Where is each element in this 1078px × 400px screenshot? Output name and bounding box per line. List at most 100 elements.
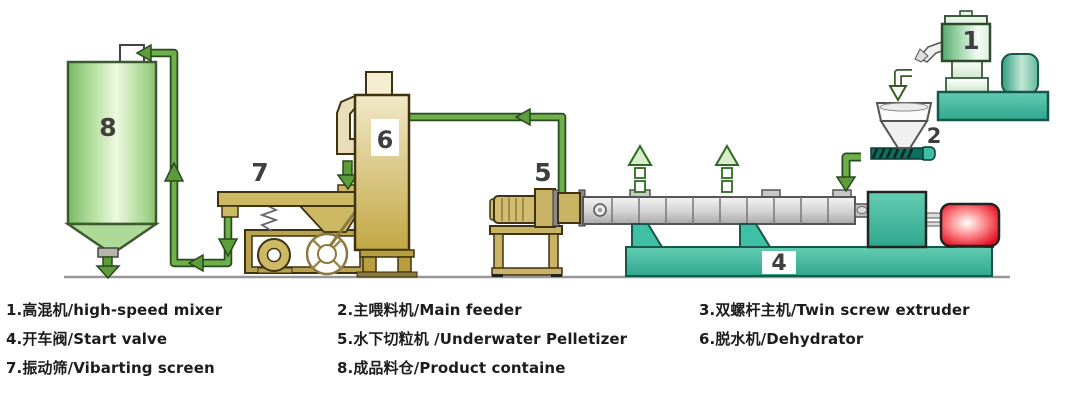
legend-column-2: 2.主喂料机/Main feeder 5.水下切粒机 /Underwater P…	[337, 296, 627, 383]
shaft-end	[856, 206, 868, 214]
screen-spring	[259, 205, 279, 232]
pelletizer-coupling	[557, 192, 581, 224]
flow-arrow-left	[187, 253, 204, 273]
screw-hatch	[878, 148, 886, 159]
feeder-number: 2	[927, 124, 942, 148]
mixer-aux-cylinder	[1001, 53, 1039, 95]
silo-body	[66, 60, 158, 226]
twin-screw-extruder	[582, 189, 870, 225]
mixer-base	[936, 90, 1050, 122]
dehydrator-leg	[397, 256, 412, 273]
elbow-fill	[843, 154, 861, 177]
screw-hatch	[899, 148, 907, 159]
dehydrator-leg	[362, 256, 377, 273]
base-number: 4	[771, 251, 786, 276]
dehydrator-label-plate	[371, 119, 399, 156]
vent-arrow-head	[627, 144, 653, 166]
product-silo: 8	[63, 44, 161, 280]
pelletizer-gear-block	[534, 188, 556, 228]
pelletizer-number: 5	[534, 158, 551, 187]
silo-discharge-arrow-head	[95, 265, 121, 280]
legend-item: 7.振动筛/Vibarting screen	[6, 359, 215, 377]
pneumatic-pipe-to-silo	[135, 43, 239, 273]
vibrating-screen: 7	[217, 158, 368, 276]
silo-outlet	[97, 247, 119, 258]
screw-hatch	[871, 148, 879, 159]
main-feeder: 2	[870, 69, 942, 161]
hopper-elbow-fill	[895, 70, 912, 86]
screen-deck	[217, 191, 361, 207]
mixer-spout-tip	[914, 48, 929, 63]
vent-arrow-dash	[634, 180, 646, 193]
legend-item: 3.双螺杆主机/Twin screw extruder	[699, 301, 970, 319]
vent-arrow-dash	[721, 180, 733, 193]
flow-arrow-left	[514, 107, 531, 127]
pipe-outline	[146, 48, 233, 268]
barrel-support	[739, 223, 772, 248]
legend-column-1: 1.高混机/high-speed mixer 4.开车阀/Start valve…	[6, 296, 222, 383]
flow-arrow-left	[135, 43, 152, 63]
hopper-elbow-head	[888, 85, 908, 103]
screen-outlet	[221, 205, 239, 218]
pipe-fill	[409, 114, 565, 195]
process-diagram: 8 7	[63, 10, 1050, 280]
dehydrator-number: 6	[377, 126, 394, 154]
high-speed-mixer: 1	[914, 10, 1050, 122]
gearbox	[866, 190, 928, 249]
screw-hatch	[885, 148, 893, 159]
screen-number: 7	[251, 158, 268, 187]
drive-unit	[866, 190, 1001, 249]
arrow-head-down	[336, 174, 359, 191]
stand-leg	[493, 233, 504, 273]
screen-blower-hub	[266, 247, 282, 263]
base-slab	[625, 246, 993, 277]
extruder-base: 4	[625, 223, 993, 277]
legend-item: 5.水下切粒机 /Underwater Pelletizer	[337, 330, 628, 348]
pipe-to-dehydrator	[409, 107, 567, 195]
feed-elbow-arrow	[835, 152, 861, 193]
vent-arrow-dash	[634, 167, 646, 179]
stand-foot	[492, 274, 503, 277]
dehydrator-chimney	[365, 71, 393, 98]
underwater-pelletizer: 5	[489, 158, 586, 277]
silo-cone	[63, 222, 161, 252]
mixer-pedestal-lower	[945, 77, 989, 93]
legend-column-3: 3.双螺杆主机/Twin screw extruder 6.脱水机/Dehydr…	[699, 296, 970, 354]
extruder-barrel	[582, 196, 856, 225]
dehydrator-to-screen-arrow	[336, 160, 359, 191]
hopper-mouth	[879, 102, 929, 112]
screen-wheel-hub	[317, 244, 337, 264]
screw-hatch	[892, 148, 900, 159]
dehydrator-base-bottom	[356, 271, 418, 278]
legend-item: 6.脱水机/Dehydrator	[699, 330, 864, 348]
vent-arrow-head	[714, 144, 740, 166]
vent-arrows	[627, 144, 740, 193]
legend-item: 1.高混机/high-speed mixer	[6, 301, 223, 319]
legend-item: 8.成品料仓/Product containe	[337, 359, 566, 377]
stand-foot	[551, 274, 562, 277]
stand-leg	[548, 233, 559, 273]
elbow-head-down	[835, 176, 857, 193]
screen-funnel	[297, 205, 364, 233]
stand-top	[489, 225, 563, 235]
arrow-stem	[342, 160, 353, 176]
pipe-fill	[146, 50, 231, 266]
legend-item: 2.主喂料机/Main feeder	[337, 301, 522, 319]
screw-hatch	[906, 148, 914, 159]
main-motor	[939, 202, 1001, 248]
screen-strut	[328, 207, 360, 247]
mixer-number: 1	[962, 26, 979, 55]
mixer-vessel	[940, 22, 992, 63]
dehydrator: 6	[336, 71, 418, 278]
vent-arrow-dash	[721, 167, 733, 179]
stand-bottom	[491, 267, 563, 276]
dehydrator-base-top	[359, 249, 415, 258]
flow-arrow-up	[163, 161, 185, 182]
dehydrator-tower	[353, 93, 411, 252]
hopper-cone	[879, 120, 929, 149]
barrel-support	[631, 223, 664, 248]
legend-item: 4.开车阀/Start valve	[6, 330, 168, 348]
base-label-plate	[762, 251, 796, 274]
die-port-center	[598, 208, 602, 212]
